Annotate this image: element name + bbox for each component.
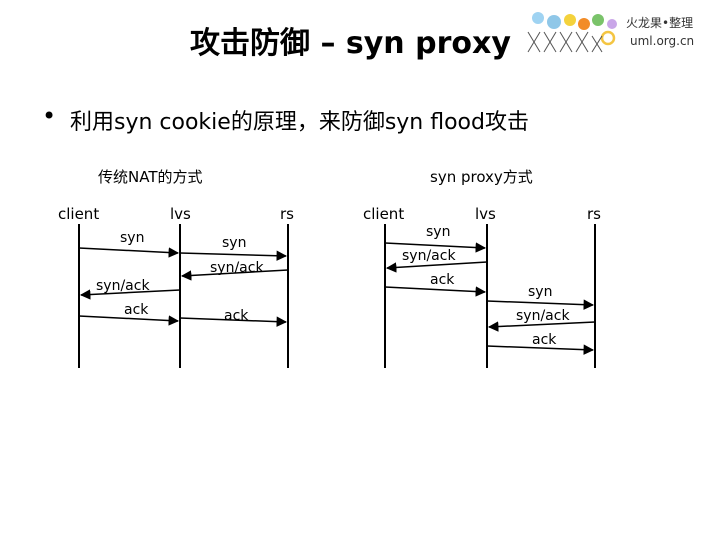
right-msg-syn-2: syn [528, 284, 553, 300]
left-arrow-ack-1 [78, 315, 180, 326]
page-title: 攻击防御 – syn proxy [190, 26, 511, 61]
logo-line1: 火龙果•整理 [626, 16, 694, 30]
right-msg-ack-1: ack [430, 272, 455, 288]
right-arrow-syn-2 [486, 299, 595, 310]
logo-figures-icon [527, 12, 617, 53]
left-rs-label: rs [280, 205, 294, 223]
left-msg-synack-2: syn/ack [96, 278, 150, 294]
right-msg-ack-2: ack [532, 332, 557, 348]
left-arrow-syn-1 [78, 247, 180, 258]
right-msg-synack-2: syn/ack [516, 308, 570, 324]
right-arrow-syn-1 [384, 242, 487, 253]
left-lvs-label: lvs [170, 205, 191, 223]
left-msg-syn-2: syn [222, 235, 247, 251]
right-arrow-synack-1 [385, 261, 488, 273]
bullet-text: 利用syn cookie的原理，来防御syn flood攻击 [70, 110, 529, 135]
bullet-dot-icon: • [42, 102, 57, 130]
right-msg-synack-1: syn/ack [402, 248, 456, 264]
left-arrow-synack-1 [180, 269, 289, 281]
left-msg-syn-1: syn [120, 230, 145, 246]
right-section-title: syn proxy方式 [430, 168, 533, 186]
left-msg-ack-1: ack [124, 302, 149, 318]
left-arrow-ack-2 [179, 316, 288, 327]
logo: 火龙果•整理 uml.org.cn [520, 8, 720, 58]
left-arrow-synack-2 [79, 289, 181, 300]
right-lvs-label: lvs [475, 205, 496, 223]
right-arrow-ack-2 [486, 344, 595, 355]
right-rs-label: rs [587, 205, 601, 223]
left-arrow-syn-2 [179, 250, 288, 261]
left-client-label: client [58, 205, 100, 223]
right-arrow-ack-1 [384, 286, 487, 297]
right-arrow-synack-2 [487, 321, 596, 332]
right-client-label: client [363, 205, 405, 223]
left-section-title: 传统NAT的方式 [98, 168, 203, 186]
logo-line2: uml.org.cn [630, 34, 695, 48]
right-msg-syn-1: syn [426, 224, 451, 240]
